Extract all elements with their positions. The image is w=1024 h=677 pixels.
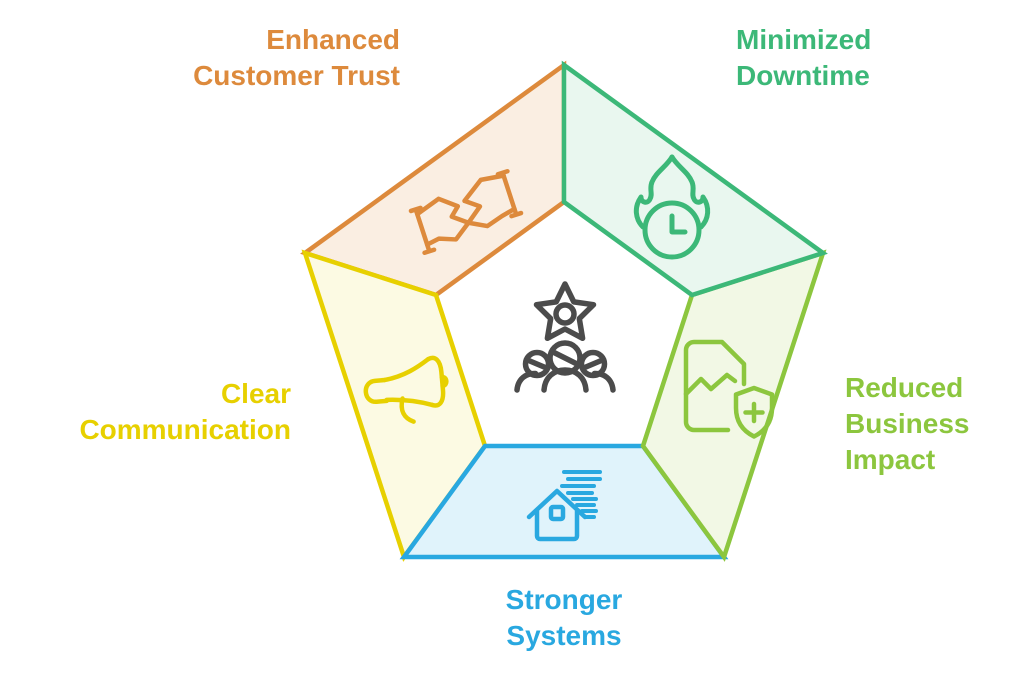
flame-clock-icon [633, 154, 711, 260]
team-gear-icon [514, 281, 616, 393]
house-storm-icon [526, 470, 602, 542]
label-stronger-systems: Stronger Systems [505, 584, 623, 651]
segment-enhanced-customer-trust [300, 60, 567, 298]
pentagon-ring [300, 60, 828, 562]
label-clear-communication: Clear Communication [79, 378, 291, 445]
handshake-icon [408, 168, 524, 256]
document-shield-icon [683, 339, 775, 439]
megaphone-icon [363, 355, 449, 424]
label-enhanced-customer-trust: Enhanced Customer Trust [193, 24, 400, 91]
label-minimized-downtime: Minimized Downtime [736, 24, 872, 91]
label-reduced-business-impact: Reduced Business Impact [845, 372, 970, 475]
